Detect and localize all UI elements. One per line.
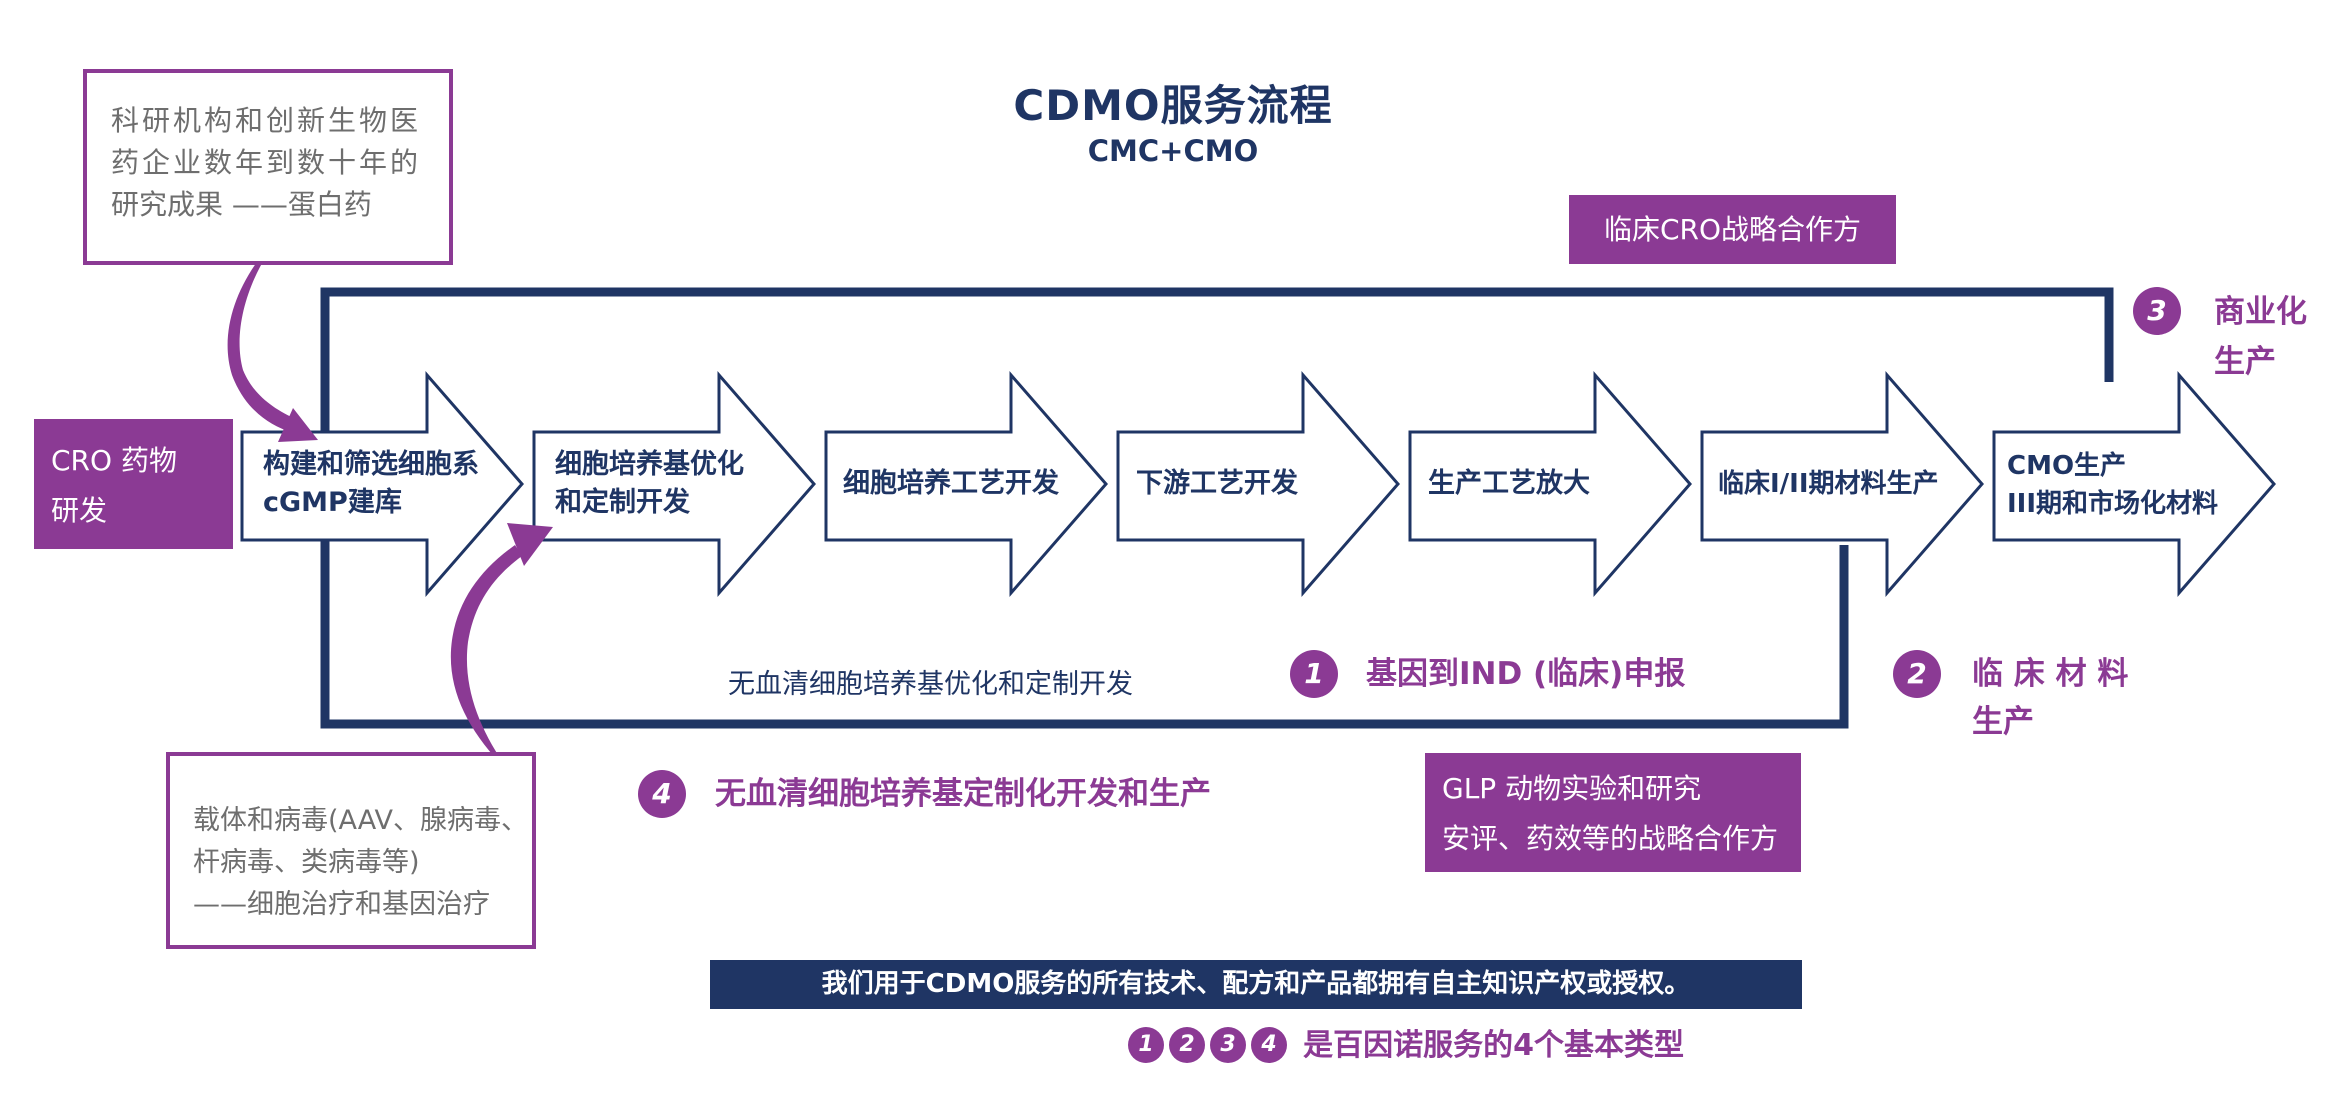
badge-number: 1: [1304, 657, 1324, 690]
badge-number: 4: [652, 777, 672, 810]
step-label-4: 下游工艺开发: [1136, 465, 1298, 503]
step-label-7: CMO生产 III期和市场化材料: [2007, 447, 2218, 523]
step-line: 构建和筛选细胞系: [263, 449, 479, 480]
curved-arrow-protein-head: [278, 408, 318, 442]
note-line: 研究成果 ——蛋白药: [111, 188, 372, 221]
process-arrow-4: [1116, 370, 1400, 598]
glp-line: 安评、药效等的战略合作方: [1442, 822, 1779, 855]
service-type-1-label: 基因到IND (临床)申报: [1366, 650, 1685, 698]
step-line: 细胞培养工艺开发: [843, 468, 1059, 499]
note-box-gene-therapy: 载体和病毒(AAV、腺病毒、 杆病毒、类病毒等) ——细胞治疗和基因治疗: [166, 752, 536, 949]
service-number-badge-4: 4: [638, 770, 686, 818]
note-box-protein-drug: 科研机构和创新生物医 药企业数年到数十年的 研究成果 ——蛋白药: [83, 69, 453, 265]
curved-arrow-gene: [450, 523, 553, 775]
step-line: 生产工艺放大: [1428, 468, 1590, 499]
process-arrow-1: [240, 370, 524, 598]
service-line: 商业化: [2214, 294, 2307, 330]
legend-badge-2: 2: [1169, 1026, 1205, 1063]
step-line: cGMP建库: [263, 487, 402, 518]
process-arrow-6: [1700, 370, 1984, 598]
glp-line: GLP 动物实验和研究: [1442, 772, 1702, 805]
page-title: CDMO服务流程: [1013, 81, 1333, 130]
clinical-cro-partner-box: 临床CRO战略合作方: [1569, 195, 1896, 264]
service-number-badge-3: 3: [2133, 287, 2181, 335]
clinical-cro-partner-label: 临床CRO战略合作方: [1603, 213, 1862, 246]
step-label-2: 细胞培养基优化 和定制开发: [555, 446, 744, 522]
inner-frame-note: 无血清细胞培养基优化和定制开发: [728, 669, 1133, 700]
badge-number: 2: [1907, 657, 1927, 690]
service-line: 生产: [2214, 344, 2276, 380]
legend-text: 是百因诺服务的4个基本类型: [1303, 1028, 1684, 1063]
cro-research-box: CRO 药物 研发: [34, 419, 233, 549]
cro-research-line: CRO 药物: [51, 444, 177, 477]
note-line: 科研机构和创新生物医: [111, 104, 422, 137]
legend-badge-1: 1: [1128, 1026, 1164, 1063]
note-line: ——细胞治疗和基因治疗: [193, 889, 490, 920]
step-label-6: 临床I/II期材料生产: [1718, 465, 1939, 503]
glp-partner-box: GLP 动物实验和研究 安评、药效等的战略合作方: [1425, 753, 1801, 872]
step-line: CMO生产: [2007, 451, 2127, 481]
legend-badge-3: 3: [1210, 1026, 1246, 1063]
service-line: 无血清细胞培养基定制化开发和生产: [715, 776, 1211, 812]
step-line: 细胞培养基优化: [555, 449, 744, 480]
badge-number: 3: [2147, 294, 2167, 327]
cro-research-line: 研发: [51, 494, 108, 527]
service-line: 基因到IND (临床)申报: [1366, 656, 1686, 692]
step-label-5: 生产工艺放大: [1428, 465, 1590, 503]
note-line: 药企业数年到数十年的: [111, 146, 422, 179]
process-arrow-3: [824, 370, 1108, 598]
process-arrow-2: [532, 370, 816, 598]
curved-arrow-protein-shaft: [227, 232, 298, 432]
curved-arrow-gene-shaft: [450, 545, 522, 775]
service-line: 生产: [1972, 704, 2034, 740]
note-line: 杆病毒、类病毒等): [193, 847, 420, 878]
service-type-3-label: 商业化 生产: [2214, 287, 2307, 387]
service-line: 临 床 材 料: [1972, 656, 2129, 692]
service-number-badge-1: 1: [1290, 650, 1338, 698]
step-label-1: 构建和筛选细胞系 cGMP建库: [263, 446, 479, 522]
curved-arrow-protein: [227, 232, 318, 442]
process-arrow-7: [1992, 370, 2276, 598]
step-line: 临床I/II期材料生产: [1718, 469, 1939, 499]
service-number-badge-2: 2: [1893, 650, 1941, 698]
page-subtitle: CMC+CMO: [1087, 134, 1259, 168]
step-line: 和定制开发: [555, 487, 690, 518]
process-arrows: [240, 370, 2276, 598]
curved-arrow-gene-head: [507, 523, 553, 566]
service-type-2-label: 临 床 材 料 生产: [1972, 650, 2128, 746]
step-line: 下游工艺开发: [1136, 468, 1298, 499]
legend-badge-4: 4: [1251, 1026, 1287, 1063]
step-label-3: 细胞培养工艺开发: [843, 465, 1059, 503]
note-line: 载体和病毒(AAV、腺病毒、: [193, 805, 528, 836]
process-arrow-5: [1408, 370, 1692, 598]
service-type-4-label: 无血清细胞培养基定制化开发和生产: [715, 770, 1211, 818]
ip-statement-text: 我们用于CDMO服务的所有技术、配方和产品都拥有自主知识产权或授权。: [821, 969, 1691, 999]
ip-statement-banner: 我们用于CDMO服务的所有技术、配方和产品都拥有自主知识产权或授权。: [710, 960, 1802, 1009]
step-line: III期和市场化材料: [2007, 489, 2219, 519]
